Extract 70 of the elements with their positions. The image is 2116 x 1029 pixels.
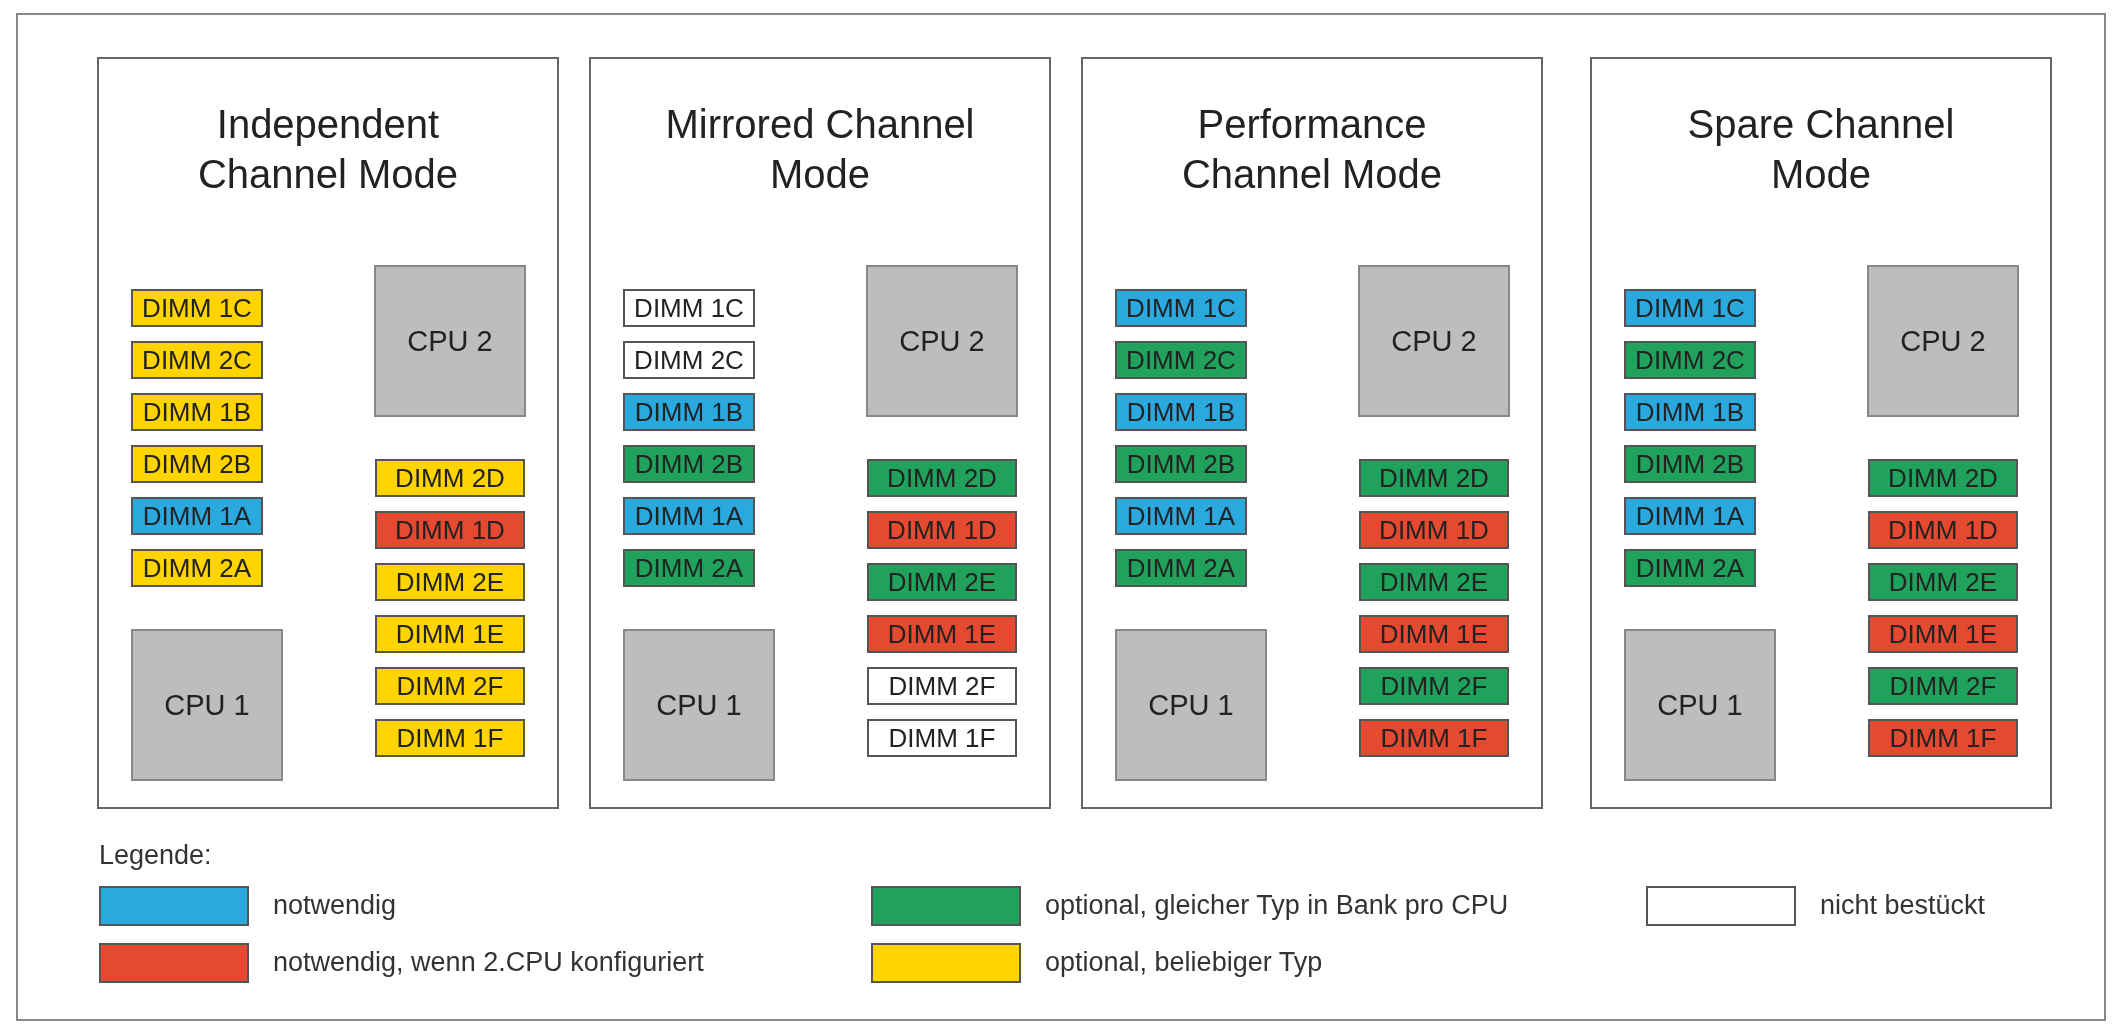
mode-panel xyxy=(589,57,1051,809)
memory-slot: DIMM 2B xyxy=(1624,445,1756,483)
mode-panel xyxy=(1590,57,2052,809)
memory-slot: DIMM 2B xyxy=(131,445,263,483)
memory-slot: DIMM 2C xyxy=(623,341,755,379)
processor-block: CPU 1 xyxy=(131,629,283,781)
memory-slot: DIMM 1E xyxy=(375,615,525,653)
memory-slot: DIMM 1C xyxy=(1115,289,1247,327)
memory-slot: DIMM 1D xyxy=(1359,511,1509,549)
mode-panel xyxy=(97,57,559,809)
panel-title: Mirrored Channel Mode xyxy=(664,101,976,198)
memory-slot: DIMM 1F xyxy=(1359,719,1509,757)
memory-slot: DIMM 2F xyxy=(867,667,1017,705)
memory-slot: DIMM 2C xyxy=(131,341,263,379)
legend-text: nicht bestückt xyxy=(1820,890,1986,921)
processor-block: CPU 2 xyxy=(866,265,1018,417)
processor-block: CPU 2 xyxy=(1358,265,1510,417)
memory-slot: DIMM 1F xyxy=(1868,719,2018,757)
memory-slot: DIMM 1A xyxy=(1115,497,1247,535)
memory-slot: DIMM 2F xyxy=(1868,667,2018,705)
memory-slot: DIMM 1B xyxy=(623,393,755,431)
legend-text: notwendig, wenn 2.CPU konfiguriert xyxy=(273,947,704,978)
memory-slot: DIMM 1F xyxy=(375,719,525,757)
memory-slot: DIMM 2E xyxy=(1868,563,2018,601)
memory-slot: DIMM 2C xyxy=(1115,341,1247,379)
memory-slot: DIMM 1B xyxy=(1624,393,1756,431)
memory-slot: DIMM 2B xyxy=(623,445,755,483)
memory-slot: DIMM 1C xyxy=(131,289,263,327)
memory-slot: DIMM 2A xyxy=(1115,549,1247,587)
memory-slot: DIMM 1E xyxy=(1868,615,2018,653)
memory-slot: DIMM 1C xyxy=(623,289,755,327)
memory-slot: DIMM 2E xyxy=(1359,563,1509,601)
mode-panel xyxy=(1081,57,1543,809)
processor-block: CPU 1 xyxy=(1115,629,1267,781)
memory-slot: DIMM 1A xyxy=(1624,497,1756,535)
legend-heading: Legende: xyxy=(99,840,212,871)
memory-slot: DIMM 2B xyxy=(1115,445,1247,483)
memory-slot: DIMM 1C xyxy=(1624,289,1756,327)
memory-slot: DIMM 2C xyxy=(1624,341,1756,379)
memory-slot: DIMM 2D xyxy=(375,459,525,497)
memory-slot: DIMM 1D xyxy=(867,511,1017,549)
memory-slot: DIMM 1F xyxy=(867,719,1017,757)
memory-slot: DIMM 1E xyxy=(867,615,1017,653)
memory-slot: DIMM 2D xyxy=(1359,459,1509,497)
memory-slot: DIMM 1E xyxy=(1359,615,1509,653)
memory-slot: DIMM 2A xyxy=(131,549,263,587)
memory-slot: DIMM 1A xyxy=(623,497,755,535)
memory-slot: DIMM 1B xyxy=(131,393,263,431)
legend-text: notwendig xyxy=(273,890,397,921)
panel-title: Performance Channel Mode xyxy=(1180,101,1444,198)
processor-block: CPU 1 xyxy=(623,629,775,781)
memory-slot: DIMM 2E xyxy=(867,563,1017,601)
panel-title: Spare Channel Mode xyxy=(1686,101,1956,198)
processor-block: CPU 2 xyxy=(374,265,526,417)
memory-slot: DIMM 2A xyxy=(1624,549,1756,587)
memory-slot: DIMM 1D xyxy=(375,511,525,549)
memory-slot: DIMM 2D xyxy=(867,459,1017,497)
legend-text: optional, gleicher Typ in Bank pro CPU xyxy=(1045,890,1509,921)
memory-slot: DIMM 1A xyxy=(131,497,263,535)
memory-slot: DIMM 1B xyxy=(1115,393,1247,431)
processor-block: CPU 2 xyxy=(1867,265,2019,417)
processor-block: CPU 1 xyxy=(1624,629,1776,781)
memory-slot: DIMM 1D xyxy=(1868,511,2018,549)
memory-slot: DIMM 2A xyxy=(623,549,755,587)
memory-slot: DIMM 2E xyxy=(375,563,525,601)
memory-slot: DIMM 2D xyxy=(1868,459,2018,497)
panel-title: Independent Channel Mode xyxy=(196,101,460,198)
memory-slot: DIMM 2F xyxy=(1359,667,1509,705)
legend-text: optional, beliebiger Typ xyxy=(1045,947,1323,978)
memory-slot: DIMM 2F xyxy=(375,667,525,705)
